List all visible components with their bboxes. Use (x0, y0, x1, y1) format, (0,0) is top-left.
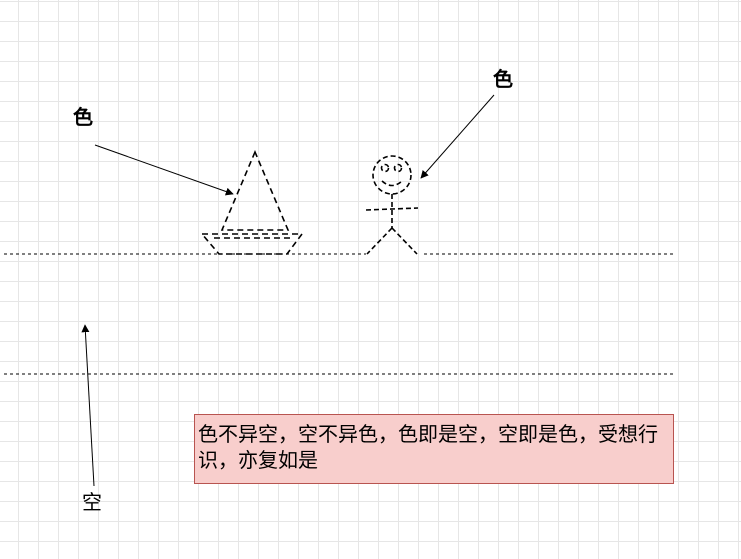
arrow-kong-up (81, 324, 95, 487)
arrow-se-to-person (420, 94, 495, 179)
person-eye-left (380, 163, 390, 173)
sailboat-sail (220, 149, 290, 231)
heart-sutra-text: 色不异空，空不异色，色即是空，空即是色，受想行识，亦复如是 (198, 422, 658, 472)
person-leg-right (391, 227, 418, 255)
sailboat-hull (200, 233, 304, 255)
label-se-left: 色 (73, 105, 93, 129)
label-kong: 空 (82, 490, 102, 514)
label-se-right: 色 (493, 67, 513, 91)
heart-sutra-note-box: 色不异空，空不异色，色即是空，空即是色，受想行识，亦复如是 (194, 414, 674, 484)
stick-figure-person (365, 155, 419, 255)
sailboat-shape (200, 149, 304, 255)
person-mouth (381, 180, 403, 187)
person-arms (365, 207, 419, 211)
arrow-se-to-sailboat (94, 144, 234, 196)
person-leg-left (366, 227, 393, 255)
person-eye-right (393, 163, 403, 173)
person-head (372, 155, 412, 195)
